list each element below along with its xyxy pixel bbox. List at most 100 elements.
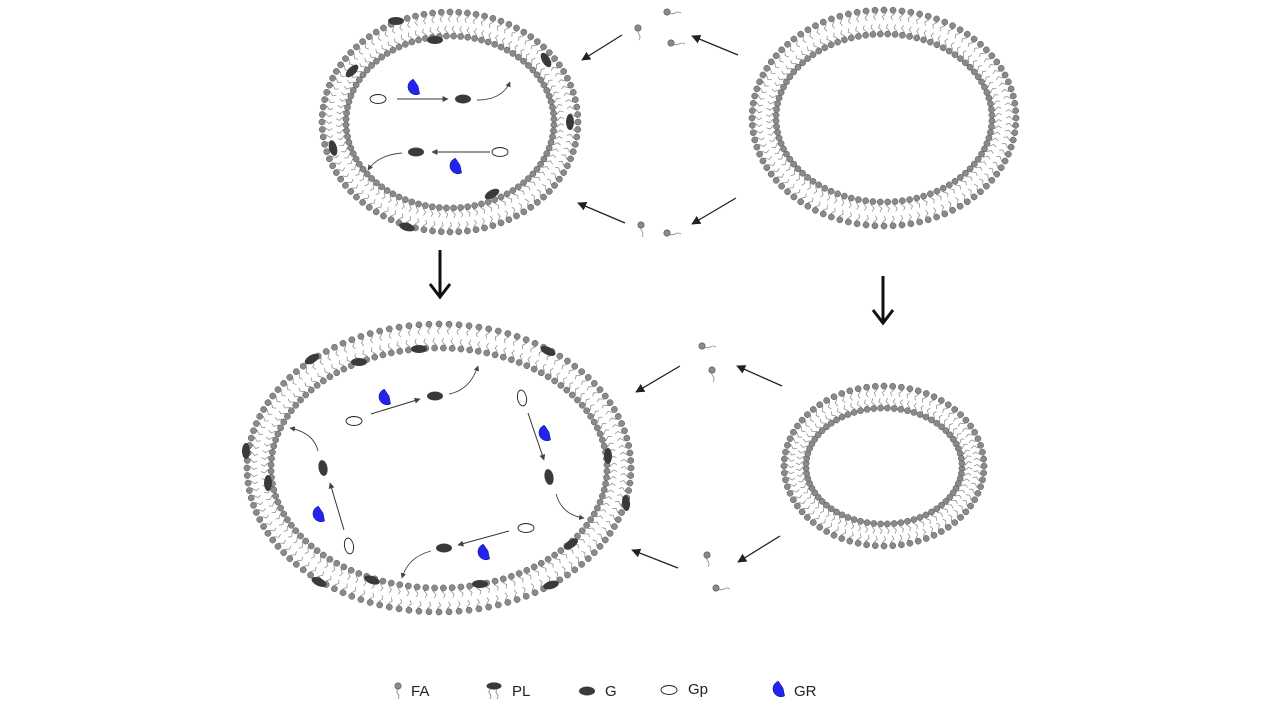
lipid-head [814, 493, 822, 501]
lipid-head [313, 382, 321, 389]
phospholipid [242, 443, 250, 459]
lipid-head [790, 160, 798, 168]
lipid-head [790, 496, 797, 504]
lipid-head [913, 194, 921, 202]
lipid-head [448, 584, 456, 591]
lipid-head [869, 31, 877, 38]
lipid-head [939, 44, 947, 52]
lipid-head [333, 369, 341, 377]
lipid-head [790, 35, 798, 43]
lipid-head [383, 187, 391, 194]
reaction-arrow [370, 397, 421, 415]
lipid-head [574, 396, 581, 404]
lipid-head [353, 43, 360, 51]
lipid-head [818, 427, 826, 435]
lipid-head [395, 323, 403, 331]
lipid-head [871, 542, 879, 550]
phospholipid [566, 114, 574, 130]
glycerol-reductase [378, 388, 391, 406]
lipid-head [1001, 157, 1009, 165]
lipid-head [916, 10, 923, 18]
glycerol-phosphate [345, 416, 363, 426]
lipid-head [836, 12, 844, 20]
lipid-head [774, 128, 781, 136]
glycerol-phosphate [343, 537, 355, 555]
lipid-head [922, 413, 930, 421]
lipid-head [405, 606, 413, 614]
phospholipid [564, 538, 578, 550]
lipid-head [483, 349, 491, 357]
lipid-head [359, 199, 366, 206]
lipid-head [567, 81, 574, 89]
lipid-head [981, 145, 988, 153]
lipid-head [899, 31, 906, 39]
lipid-head [405, 582, 412, 590]
release-arrow [367, 152, 403, 171]
lipid-head [337, 61, 344, 69]
lipid-head [544, 373, 552, 381]
lipid-head [280, 418, 288, 426]
lipid-head [431, 344, 438, 352]
lipid-head [272, 492, 279, 500]
lipid-head [1012, 107, 1020, 114]
lipid-head [515, 570, 523, 577]
lipid-head [857, 407, 864, 415]
lipid-head [270, 442, 278, 450]
lipid-head [823, 501, 830, 509]
lipid-head [780, 83, 787, 91]
phospholipid [472, 580, 488, 588]
lipid-head [264, 530, 272, 537]
lipid-head [794, 422, 801, 430]
lipid-head [775, 134, 783, 142]
lipid-head [540, 193, 547, 201]
arrow-fa-to-tl-top [581, 34, 623, 61]
lipid-head [626, 479, 634, 487]
lipid-head [922, 511, 930, 519]
lipid-head [949, 206, 956, 214]
lipid-head [938, 528, 945, 535]
lipid-head [844, 411, 852, 418]
lipid-head [962, 59, 969, 67]
lipid-head [489, 15, 497, 22]
legend-label-gr: GR [794, 683, 817, 700]
lipid-head [415, 200, 422, 208]
lipid-head [318, 118, 326, 126]
lipid-head [420, 226, 428, 234]
lipid-head [587, 516, 594, 524]
lipid-head [504, 330, 512, 337]
lipid-head [551, 551, 558, 559]
lipid-head [345, 139, 353, 146]
lipid-head [841, 36, 848, 44]
lipid-head [942, 427, 950, 435]
lipid-head [759, 157, 767, 165]
lipid-head [405, 346, 412, 354]
lipid-head [596, 386, 604, 393]
lipid-head [906, 385, 914, 393]
lipid-head [922, 535, 930, 542]
lipid-head [268, 455, 275, 462]
lipid-head [389, 46, 397, 54]
lipid-head [435, 320, 443, 328]
lipid-head [933, 419, 941, 427]
lipid-head [756, 78, 763, 86]
lipid-head [748, 122, 756, 129]
lipid-head [804, 202, 812, 210]
lipid-head [626, 449, 634, 457]
lipid-head [993, 170, 1001, 178]
lipid-head [945, 47, 953, 55]
lipid-head [797, 30, 805, 38]
lipid-head [621, 427, 628, 435]
lipid-head [342, 55, 349, 62]
lipid-head [545, 92, 553, 100]
lipid-head [272, 436, 279, 444]
lipid-head [827, 505, 835, 513]
lipid-head [920, 36, 927, 44]
lipid-head [513, 212, 520, 220]
lipid-head [540, 155, 548, 163]
lipid-head [269, 536, 277, 544]
lipid-head [962, 416, 970, 424]
lipid-head [781, 455, 788, 463]
lipid-head [475, 323, 483, 331]
lipid-head [297, 396, 304, 404]
lipid-head [599, 492, 606, 500]
